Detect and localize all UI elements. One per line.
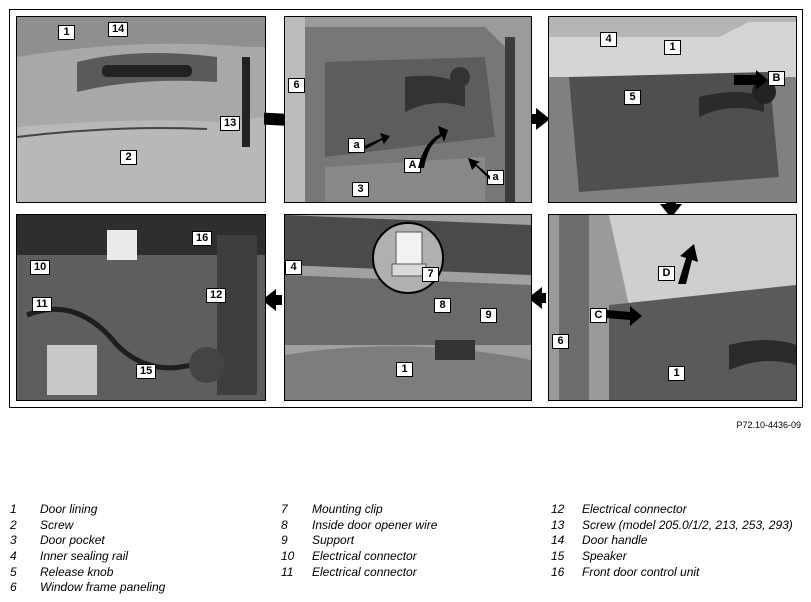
callout-8: 8 [434, 298, 451, 313]
arrow-B-icon [734, 70, 768, 90]
flow-arrow-3-stem [540, 293, 546, 303]
callout-a-left: a [348, 138, 365, 153]
photo-panel-3 [548, 16, 797, 203]
photo-panel-6 [16, 214, 266, 401]
callout-2: 2 [120, 150, 137, 165]
callout-1: 1 [58, 25, 75, 40]
arrow-A-curved-icon [418, 126, 448, 168]
flow-arrow-right-1-icon [536, 108, 550, 130]
photo-panel-1 [16, 16, 266, 203]
callout-15: 15 [136, 364, 157, 379]
door-inner-illustration [549, 17, 796, 202]
callout-1-p5: 1 [396, 362, 413, 377]
callout-6: 6 [288, 78, 305, 93]
arrow-a-right-icon [468, 158, 490, 180]
callout-14: 14 [108, 22, 129, 37]
arrow-D-icon [678, 244, 698, 284]
callout-3: 3 [352, 182, 369, 197]
callout-9: 9 [480, 308, 497, 323]
callout-7: 7 [422, 267, 439, 282]
callout-C: C [590, 308, 607, 323]
callout-13: 13 [220, 116, 241, 131]
callout-4-p3: 4 [600, 32, 617, 47]
callout-D: D [658, 266, 675, 281]
door-lining-illustration [17, 17, 265, 202]
callout-11: 11 [32, 297, 52, 312]
callout-6-p4: 6 [552, 334, 569, 349]
arrow-a-left-icon [364, 133, 390, 149]
callout-B: B [768, 71, 785, 86]
callout-10: 10 [30, 260, 51, 275]
flow-arrow-1-stem [532, 114, 538, 124]
callout-1-p4: 1 [668, 366, 685, 381]
detail-magnifier [372, 222, 444, 294]
arrow-C-icon [606, 306, 642, 326]
mounting-clip-icon [391, 231, 427, 277]
callout-4-p5: 4 [285, 260, 302, 275]
callout-16: 16 [192, 231, 213, 246]
figure-reference: P72.10-4436-09 [736, 420, 801, 430]
callout-5: 5 [624, 90, 641, 105]
callout-12: 12 [206, 288, 227, 303]
flow-arrow-4-stem [274, 295, 282, 305]
callout-1-p3: 1 [664, 40, 681, 55]
